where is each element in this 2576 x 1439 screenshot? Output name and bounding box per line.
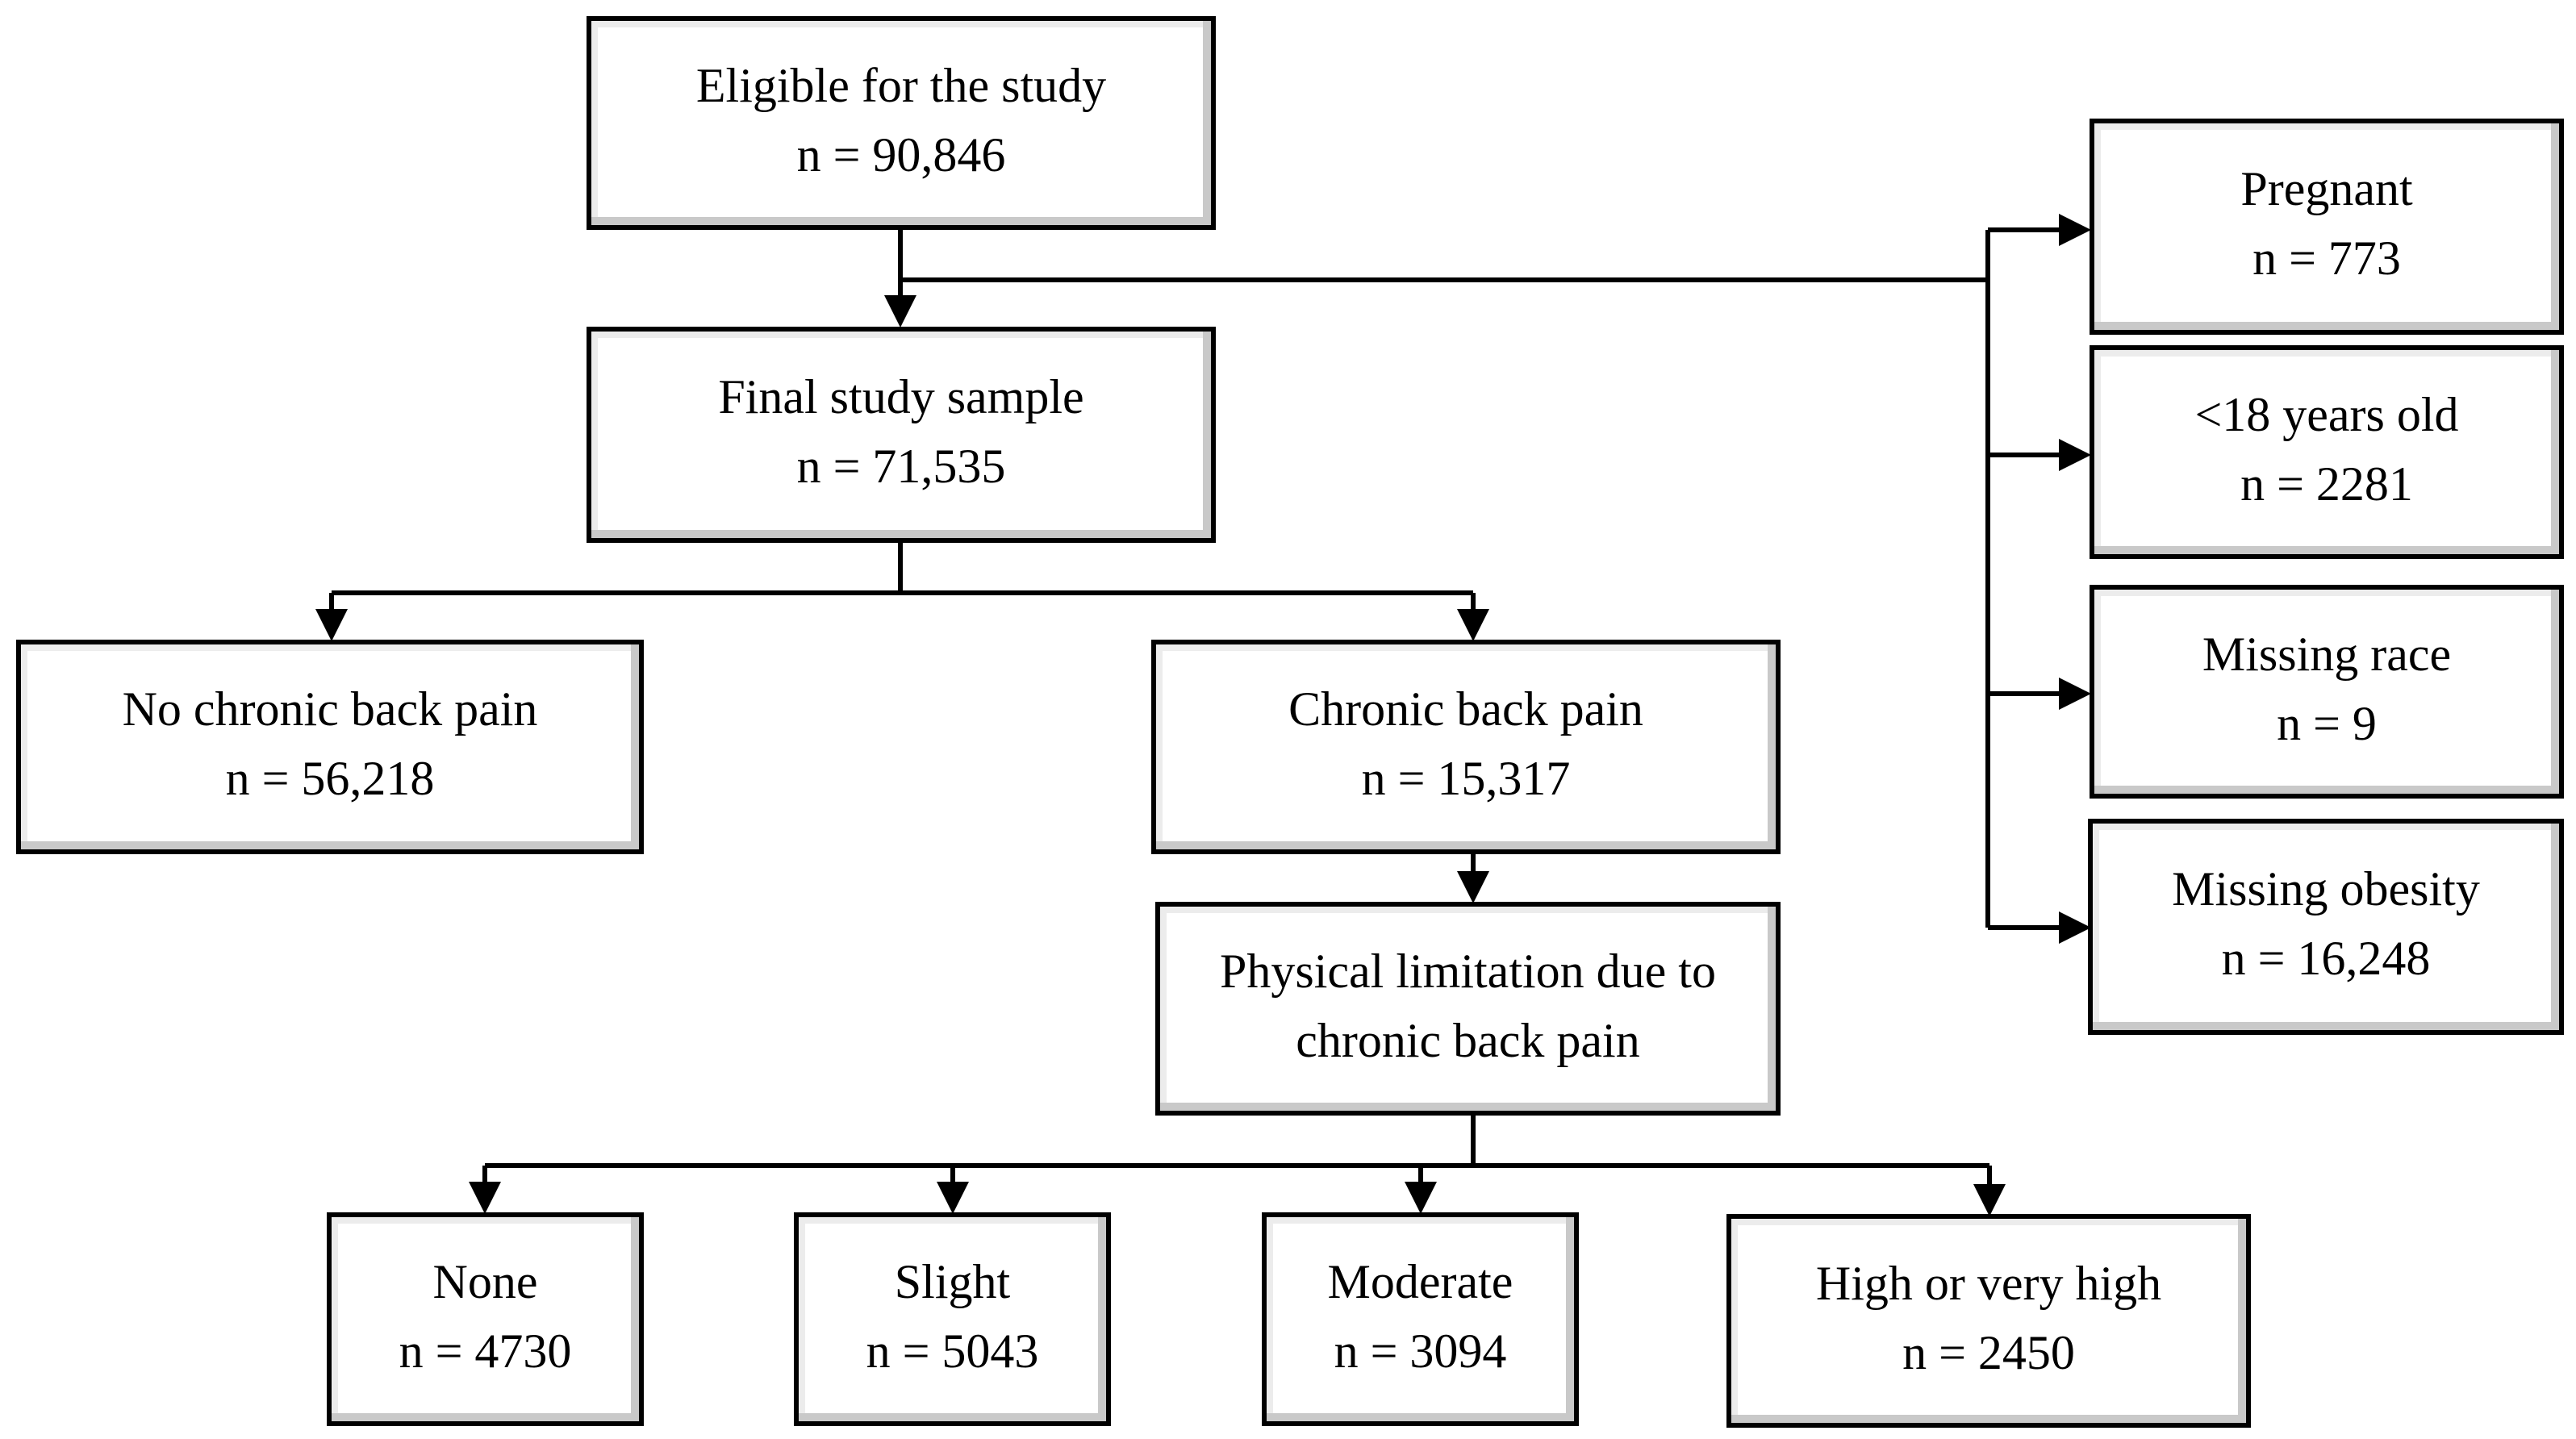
box-chronic-count: n = 15,317 (1361, 752, 1571, 805)
arrowheads (315, 214, 2091, 1216)
box-final-sample-label: Final study sample (718, 370, 1084, 423)
arrowhead-missing-race (2059, 678, 2091, 710)
box-final-sample: Final study sample n = 71,535 (587, 327, 1216, 543)
arrowhead-final (884, 295, 916, 327)
arrowhead-missing-obesity (2059, 911, 2091, 944)
box-high-count: n = 2450 (1902, 1325, 2075, 1379)
arrowhead-pregnant (2059, 214, 2091, 246)
exclusion-pregnant-label: Pregnant (2240, 162, 2413, 215)
box-slight-count: n = 5043 (866, 1324, 1039, 1378)
box-moderate-count: n = 3094 (1334, 1324, 1507, 1378)
box-chronic-label: Chronic back pain (1288, 682, 1643, 736)
box-no-chronic-label: No chronic back pain (122, 682, 538, 736)
arrowhead-slight (937, 1182, 969, 1214)
box-chronic-back-pain: Chronic back pain n = 15,317 (1151, 640, 1781, 854)
exclusion-pregnant-count: n = 773 (2252, 231, 2401, 285)
exclusion-missing-race-count: n = 9 (2277, 696, 2377, 750)
box-limitation-line2: chronic back pain (1296, 1013, 1640, 1067)
box-no-chronic-back-pain: No chronic back pain n = 56,218 (16, 640, 644, 854)
box-no-chronic-count: n = 56,218 (225, 752, 435, 805)
box-exclusion-under-18: <18 years old n = 2281 (2090, 345, 2564, 559)
box-exclusion-pregnant: Pregnant n = 773 (2090, 119, 2564, 335)
box-eligible-count: n = 90,846 (796, 127, 1006, 181)
box-physical-limitation: Physical limitation due to chronic back … (1155, 902, 1781, 1116)
box-moderate: Moderate n = 3094 (1262, 1212, 1579, 1426)
exclusion-under18-count: n = 2281 (2240, 457, 2413, 511)
box-final-sample-count: n = 71,535 (796, 440, 1006, 493)
box-moderate-label: Moderate (1327, 1254, 1513, 1308)
box-none-label: None (432, 1254, 538, 1308)
box-limitation-line1: Physical limitation due to (1220, 944, 1716, 998)
box-none-count: n = 4730 (399, 1324, 572, 1378)
arrowhead-none (469, 1182, 501, 1214)
exclusion-missing-obesity-label: Missing obesity (2172, 862, 2480, 916)
box-high-label: High or very high (1815, 1256, 2162, 1310)
connector-paths (329, 227, 2061, 1191)
exclusion-missing-obesity-count: n = 16,248 (2221, 932, 2431, 985)
box-eligible: Eligible for the study n = 90,846 (587, 16, 1216, 230)
box-high-or-very-high: High or very high n = 2450 (1726, 1214, 2251, 1428)
box-eligible-label: Eligible for the study (695, 58, 1107, 112)
exclusion-under18-label: <18 years old (2194, 387, 2459, 441)
arrowhead-limitation (1457, 871, 1489, 903)
exclusion-missing-race-label: Missing race (2202, 627, 2452, 681)
arrowhead-under18 (2059, 439, 2091, 471)
box-exclusion-missing-obesity: Missing obesity n = 16,248 (2088, 819, 2564, 1035)
arrowhead-moderate (1405, 1182, 1437, 1214)
box-exclusion-missing-race: Missing race n = 9 (2090, 585, 2564, 799)
box-none: None n = 4730 (327, 1212, 644, 1426)
arrowhead-high (1973, 1184, 2006, 1216)
box-slight-label: Slight (894, 1254, 1011, 1308)
box-slight: Slight n = 5043 (794, 1212, 1111, 1426)
arrowhead-chronic (1457, 609, 1489, 641)
arrowhead-no-chronic (315, 609, 348, 641)
